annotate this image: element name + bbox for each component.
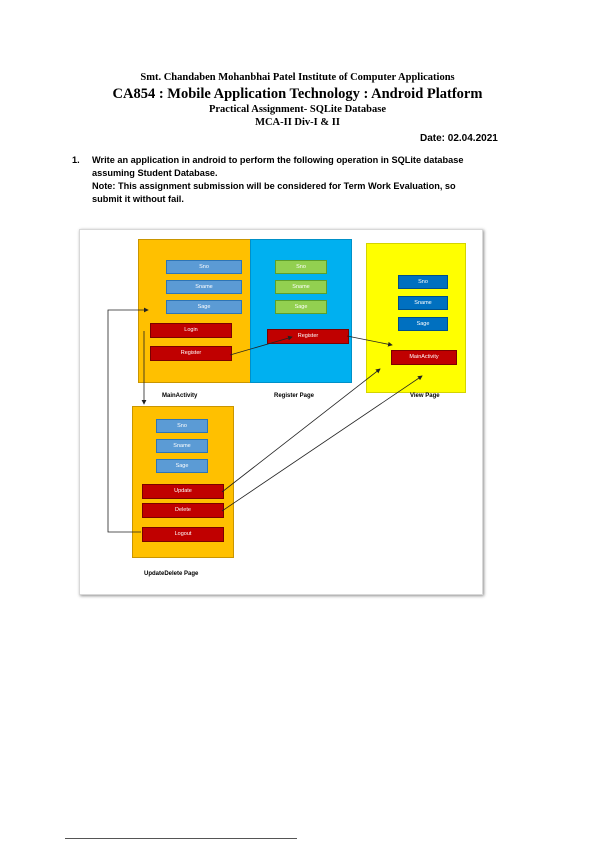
delete-button: Delete	[142, 503, 224, 518]
update-button: Update	[142, 484, 224, 499]
course-title: CA854 : Mobile Application Technology : …	[112, 86, 483, 102]
main-sno-field: Sno	[166, 260, 242, 274]
register-page-caption: Register Page	[274, 393, 315, 399]
arrow-register-to-view	[346, 335, 393, 347]
register-sname-field: Sname	[275, 280, 327, 294]
register-sage-field: Sage	[275, 300, 327, 314]
main-activity-screen: Sno Sname Sage Login Register	[138, 239, 268, 383]
main-sname-field: Sname	[166, 280, 242, 294]
app-flow-diagram: Sno Sname Sage Login Register MainActivi…	[79, 229, 483, 595]
update-delete-screen: Sno Sname Sage Update Delete Logout	[132, 406, 234, 558]
flow-arrows	[107, 307, 423, 533]
view-main-activity-button: MainActivity	[391, 350, 457, 365]
main-activity-caption: MainActivity	[162, 393, 198, 399]
main-sage-field: Sage	[166, 300, 242, 314]
update-sname-field: Sname	[156, 439, 208, 453]
footnote-separator	[65, 838, 297, 839]
question-block: 1. Write an application in android to pe…	[72, 154, 532, 206]
arrow-update-to-view	[221, 368, 381, 493]
view-page-caption: View Page	[410, 393, 440, 399]
arrow-main-to-register	[229, 335, 293, 356]
arrow-delete-to-view	[221, 375, 423, 512]
question-line-2: assuming Student Database.	[92, 168, 218, 178]
question-line-1: Write an application in android to perfo…	[92, 155, 464, 165]
view-sno-field: Sno	[398, 275, 448, 289]
question-number: 1.	[72, 155, 80, 165]
division-title: MCA-II Div-I & II	[255, 117, 340, 128]
logout-button: Logout	[142, 527, 224, 542]
arrow-logout-to-main	[107, 307, 149, 533]
note-line-1: Note: This assignment submission will be…	[92, 181, 456, 191]
assignment-date: Date: 02.04.2021	[420, 133, 498, 144]
main-register-button: Register	[150, 346, 232, 361]
institute-title: Smt. Chandaben Mohanbhai Patel Institute…	[140, 72, 455, 83]
assignment-title: Practical Assignment- SQLite Database	[208, 104, 387, 115]
view-sage-field: Sage	[398, 317, 448, 331]
register-sno-field: Sno	[275, 260, 327, 274]
note-line-2: submit it without fail.	[92, 194, 184, 204]
update-sno-field: Sno	[156, 419, 208, 433]
view-sname-field: Sname	[398, 296, 448, 310]
update-sage-field: Sage	[156, 459, 208, 473]
update-delete-caption: UpdateDelete Page	[144, 571, 199, 577]
view-page-screen: Sno Sname Sage MainActivity	[366, 243, 466, 393]
main-login-button: Login	[150, 323, 232, 338]
register-page-screen: Sno Sname Sage Register	[250, 239, 352, 383]
